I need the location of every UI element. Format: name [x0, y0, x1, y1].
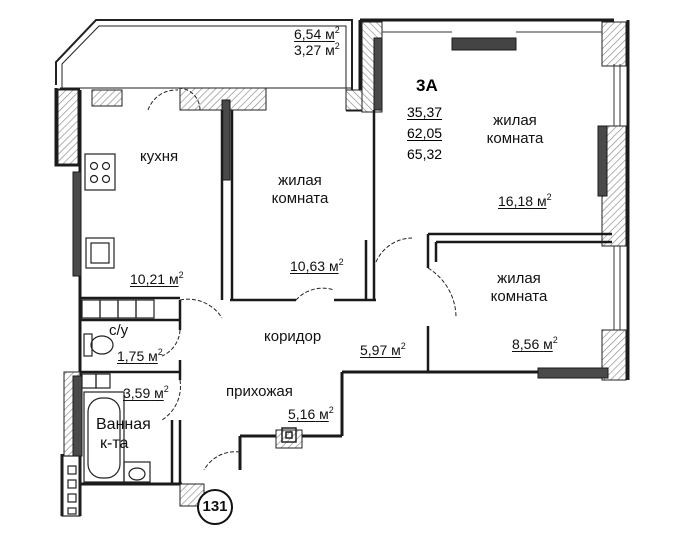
stove-icon — [84, 153, 116, 191]
apartment-living-area: 35,37 — [407, 104, 443, 120]
hall-name: прихожая — [226, 383, 293, 400]
kitchen-sink-icon — [85, 237, 115, 269]
bathtub-icon — [83, 391, 125, 483]
living2-area: 16,18 м2 — [498, 192, 552, 210]
corridor-area: 5,97 м2 — [360, 341, 406, 359]
living3-name-line2: комната — [490, 288, 548, 305]
balcony-area: 6,54 м2 — [294, 25, 340, 43]
living1-area: 10,63 м2 — [290, 257, 344, 275]
bath-area: 3,59 м2 — [123, 384, 169, 402]
hall-area: 5,16 м2 — [288, 405, 334, 423]
living2-name-line1: жилая — [493, 112, 537, 129]
living1-name-line2: комната — [271, 190, 329, 207]
dark-walls — [72, 37, 609, 457]
apartment-number-badge: 131 — [197, 489, 233, 525]
bath-name-line1: Ванная — [96, 416, 151, 433]
door-swings — [147, 87, 457, 471]
toilet-name: с/у — [109, 322, 129, 339]
windows — [382, 31, 621, 330]
stair-blocks — [61, 455, 81, 517]
corridor-name: коридор — [264, 328, 322, 345]
toilet-area: 1,75 м2 — [117, 347, 163, 365]
hatched-walls — [57, 21, 627, 507]
balcony-reduced-area: 3,27 м2 — [294, 41, 340, 59]
kitchen-area: 10,21 м2 — [130, 270, 184, 288]
living3-name-line1: жилая — [497, 270, 541, 287]
living3-area: 8,56 м2 — [512, 335, 558, 353]
living1-name-line1: жилая — [278, 172, 322, 189]
ventilation-shaft-icon — [281, 427, 297, 443]
interior-walls — [80, 110, 612, 484]
apartment-total-area: 62,05 — [407, 125, 443, 141]
toilet-icon — [83, 333, 114, 357]
bath-name-line2: к-та — [100, 435, 129, 452]
kitchen-name: кухня — [140, 148, 179, 165]
apartment-total-with-balcony: 65,32 — [407, 146, 443, 162]
utility-boxes — [81, 299, 155, 389]
apartment-type: 3А — [416, 76, 438, 95]
washbasin-icon — [123, 461, 151, 483]
living2-name-line2: комната — [486, 130, 544, 147]
